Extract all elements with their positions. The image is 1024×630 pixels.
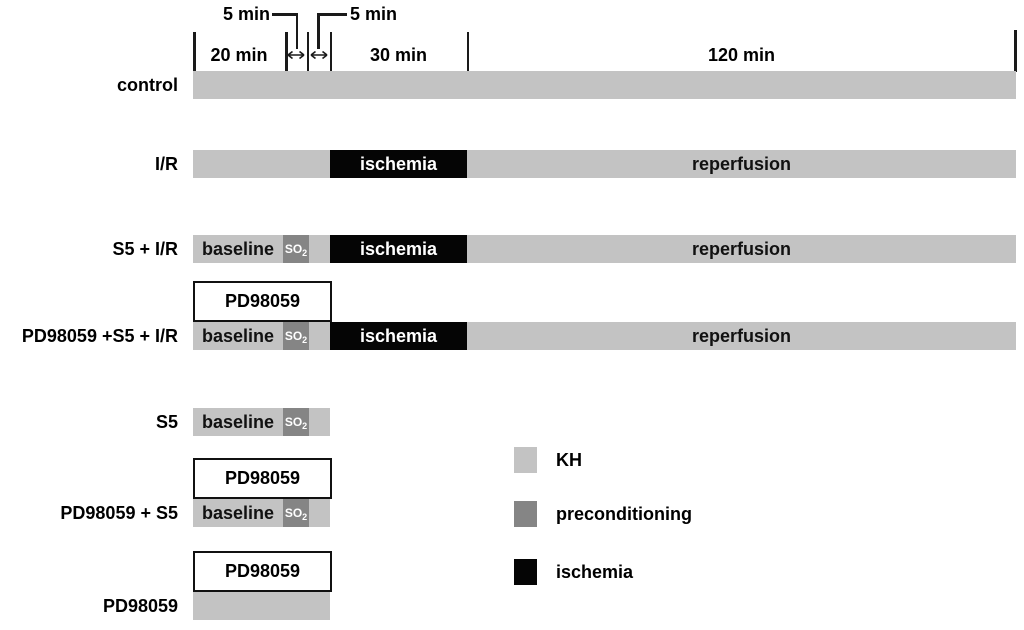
- row-label-pd-s5-ir: PD98059 +S5 + I/R: [21, 326, 178, 346]
- segment-reperfusion: reperfusion: [467, 235, 1016, 263]
- five-min-label-right: 5 min: [350, 4, 398, 24]
- legend-swatch-kh: [514, 447, 537, 473]
- segment-washout-kh: [309, 499, 330, 527]
- legend-label-preconditioning: preconditioning: [556, 504, 692, 524]
- row-label-pd: PD98059: [102, 596, 178, 616]
- timeline-tick-end: [1014, 30, 1017, 72]
- so2-label: SO: [284, 242, 303, 256]
- duration-label-20min: 20 min: [210, 45, 268, 65]
- segment-baseline: baseline: [193, 235, 283, 263]
- row-label-s5-ir: S5 + I/R: [112, 239, 178, 259]
- so2-label: SO: [284, 506, 303, 520]
- legend-swatch-ischemia: [514, 559, 537, 585]
- five-min-label-left: 5 min: [222, 4, 270, 24]
- pd98059-box: PD98059: [193, 551, 332, 592]
- so2-label: SO: [284, 415, 303, 429]
- segment-reperfusion: reperfusion: [467, 150, 1016, 178]
- segment-washout-kh: [309, 235, 330, 263]
- segment-washout-kh: [309, 322, 330, 350]
- legend-label-kh: KH: [556, 450, 582, 470]
- row-label-control: control: [117, 75, 178, 95]
- segment-kh: [193, 150, 330, 178]
- segment-ischemia: ischemia: [330, 150, 467, 178]
- timeline-tick-start: [193, 32, 196, 72]
- segment-baseline: baseline: [193, 408, 283, 436]
- five-min-left-connector-v: [295, 13, 298, 49]
- segment-reperfusion: reperfusion: [467, 322, 1016, 350]
- row-label-s5: S5: [155, 412, 178, 432]
- pd98059-box: PD98059: [193, 281, 332, 322]
- segment-washout-kh: [309, 408, 330, 436]
- double-arrow-icon: [310, 50, 327, 60]
- pd98059-box: PD98059: [193, 458, 332, 499]
- segment-ischemia: ischemia: [330, 235, 467, 263]
- segment-ischemia: ischemia: [330, 322, 467, 350]
- so2-subscript: 2: [302, 421, 308, 431]
- timeline-tick-ischemia-start: [329, 32, 332, 72]
- so2-subscript: 2: [302, 248, 308, 258]
- segment-baseline: baseline: [193, 322, 283, 350]
- bar-control-kh: [193, 71, 1016, 99]
- five-min-left-connector-h: [272, 13, 298, 16]
- so2-subscript: 2: [302, 512, 308, 522]
- five-min-right-connector-v: [317, 13, 320, 49]
- legend-label-ischemia: ischemia: [556, 562, 634, 582]
- legend-swatch-preconditioning: [514, 501, 537, 527]
- timeline-tick-20min: [285, 32, 288, 72]
- double-arrow-icon: [287, 50, 305, 60]
- segment-baseline: baseline: [193, 499, 283, 527]
- row-label-pd-s5: PD98059 + S5: [60, 503, 178, 523]
- five-min-right-connector-h: [319, 13, 347, 16]
- timeline-tick-precond-end: [306, 32, 309, 72]
- row-label-ir: I/R: [154, 154, 178, 174]
- so2-subscript: 2: [302, 335, 308, 345]
- so2-label: SO: [284, 329, 303, 343]
- duration-label-120min: 120 min: [707, 45, 776, 65]
- duration-label-30min: 30 min: [369, 45, 428, 65]
- bar-pd98059-kh: [193, 592, 330, 620]
- timeline-tick-ischemia-end: [466, 32, 469, 72]
